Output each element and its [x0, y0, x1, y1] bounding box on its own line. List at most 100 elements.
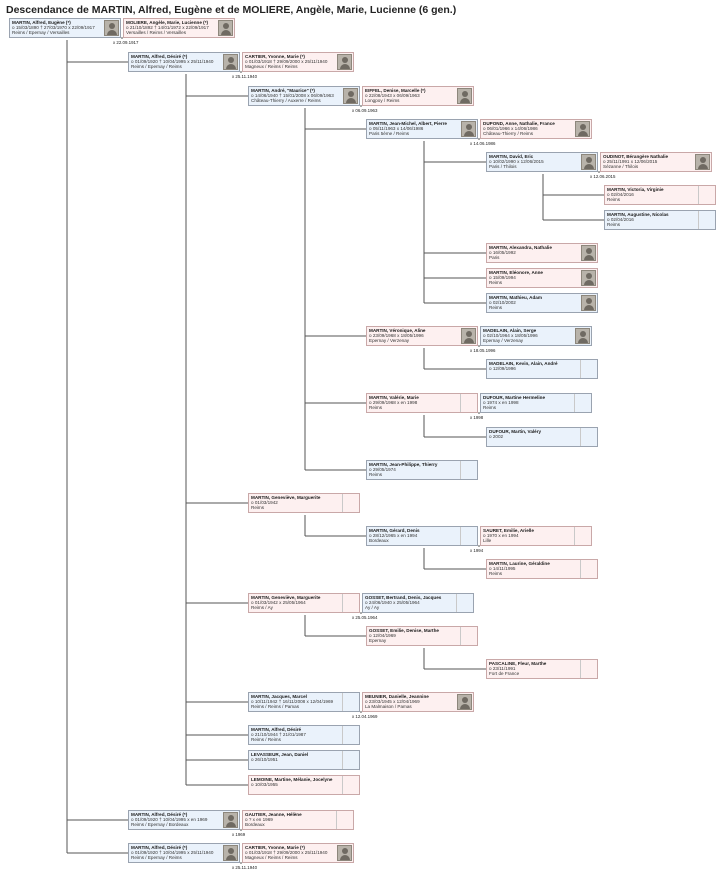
- empty-photo-slot: [342, 726, 359, 744]
- portrait-photo-icon: [581, 295, 596, 311]
- person-name: MARTIN, Victoria, Virginie: [607, 187, 664, 192]
- person-places: Reims: [489, 571, 503, 577]
- person-dates: o 29/09/1968 x en 1998: [369, 400, 418, 406]
- portrait-photo-icon: [575, 121, 590, 137]
- person-places: Reims: [607, 197, 621, 203]
- portrait-photo-icon: [581, 154, 596, 170]
- person-name: MARTIN, Laurine, Géraldine: [489, 561, 550, 566]
- person-name: MARTIN, Alfred, Désiré: [251, 727, 302, 732]
- person-dates: o 10/11/1942 † 16/11/2008 x 12/04/1969: [251, 699, 334, 705]
- person-places: Reims: [369, 472, 383, 478]
- page-title: Descendance de MARTIN, Alfred, Eugène et…: [6, 4, 457, 16]
- person-name: MARTIN, Geneviève, Marguerite: [251, 595, 321, 600]
- portrait-photo-icon: [461, 328, 476, 344]
- person-dates: o 02/04/2016: [607, 192, 634, 198]
- empty-photo-slot: [580, 428, 597, 446]
- person-dates: o 2002: [489, 434, 504, 440]
- person-dates: o 10/02/1990 x 12/06/2015: [489, 159, 544, 165]
- person-places: Reims: [251, 505, 265, 511]
- person-places: Epernay / Verzenay: [483, 338, 524, 344]
- person-places: Bordeaux: [369, 538, 389, 544]
- portrait-photo-icon: [223, 845, 238, 861]
- person-card[interactable]: MARTIN, Alfred, Désiré (*)o 01/09/1920 †…: [128, 810, 240, 830]
- person-places: Epernay / Verzenay: [369, 338, 410, 344]
- person-places: Epernay: [369, 638, 387, 644]
- person-dates: o 02/04/2016: [607, 217, 634, 223]
- portrait-photo-icon: [581, 270, 596, 286]
- person-card[interactable]: CARTIER, Yvonne, Marie (*)o 01/03/1918 †…: [242, 843, 354, 863]
- portrait-photo-icon: [337, 845, 352, 861]
- person-name: DUFOUR, Martin, Valéry: [489, 429, 542, 434]
- person-card[interactable]: MARTIN, Alfred, Eugène (*)o 15/03/1890 †…: [9, 18, 121, 38]
- person-dates: o 06/01/1966 x 14/06/1986: [483, 126, 538, 132]
- person-places: Reims: [369, 405, 383, 411]
- portrait-photo-icon: [223, 54, 238, 70]
- person-card[interactable]: EIFFEL, Denise, Marcelle (*)o 22/08/1943…: [362, 86, 474, 106]
- marriage-label: x 12.04.1969: [352, 714, 378, 719]
- person-name: EIFFEL, Denise, Marcelle (*): [365, 88, 426, 93]
- marriage-label: x 1969: [232, 832, 246, 837]
- person-card[interactable]: CARTIER, Yvonne, Marie (*)o 01/03/1918 †…: [242, 52, 354, 72]
- portrait-photo-icon: [337, 54, 352, 70]
- person-places: Reims / Epernay / Reims: [131, 64, 182, 70]
- person-places: Paris: [489, 255, 500, 261]
- empty-photo-slot: [698, 211, 715, 229]
- person-dates: o 01/03/1942 x 25/05/1964: [251, 600, 306, 606]
- person-name: PASCALINE, Fleur, Marthe: [489, 661, 547, 666]
- person-card[interactable]: MARTIN, André, "Maurice" (*)o 14/06/1940…: [248, 86, 360, 106]
- person-name: MARTIN, Alfred, Désiré (*): [131, 54, 188, 59]
- person-name: MADELAIN, Kevin, Alain, André: [489, 361, 558, 366]
- person-dates: o 01/09/1920 † 10/04/1995 x 25/11/1940: [131, 59, 214, 65]
- person-name: MEUNIER, Danielle, Jeannine: [365, 694, 429, 699]
- person-dates: o 14/11/1995: [489, 566, 516, 572]
- person-places: Reims: [607, 222, 621, 228]
- person-dates: o 01/09/1920 † 10/04/1995 x 25/11/1940: [131, 850, 214, 856]
- portrait-photo-icon: [218, 20, 233, 36]
- person-card[interactable]: MARTIN, Alfred, Désiré (*)o 01/09/1920 †…: [128, 52, 240, 72]
- person-name: MARTIN, Gérard, Denis: [369, 528, 420, 533]
- person-dates: o 25/11/1991 x 12/06/2015: [603, 159, 658, 165]
- person-places: Reims: [489, 305, 503, 311]
- person-dates: o 28/12/1965 x en 1994: [369, 533, 418, 539]
- empty-photo-slot: [342, 594, 359, 612]
- person-dates: o 24/06/1940 x 25/05/1964: [365, 600, 420, 606]
- person-card[interactable]: MARTIN, Alfred, Désiré (*)o 01/09/1920 †…: [128, 843, 240, 863]
- person-places: Reims: [489, 280, 503, 286]
- person-places: Magneux / Reims / Reims: [245, 855, 298, 861]
- person-places: Lille: [483, 538, 492, 544]
- marriage-label: x 18.05.1996: [470, 348, 496, 353]
- person-card[interactable]: MOLIERE, Angèle, Marie, Lucienne (*)o 21…: [123, 18, 235, 38]
- person-places: Reims: [483, 405, 497, 411]
